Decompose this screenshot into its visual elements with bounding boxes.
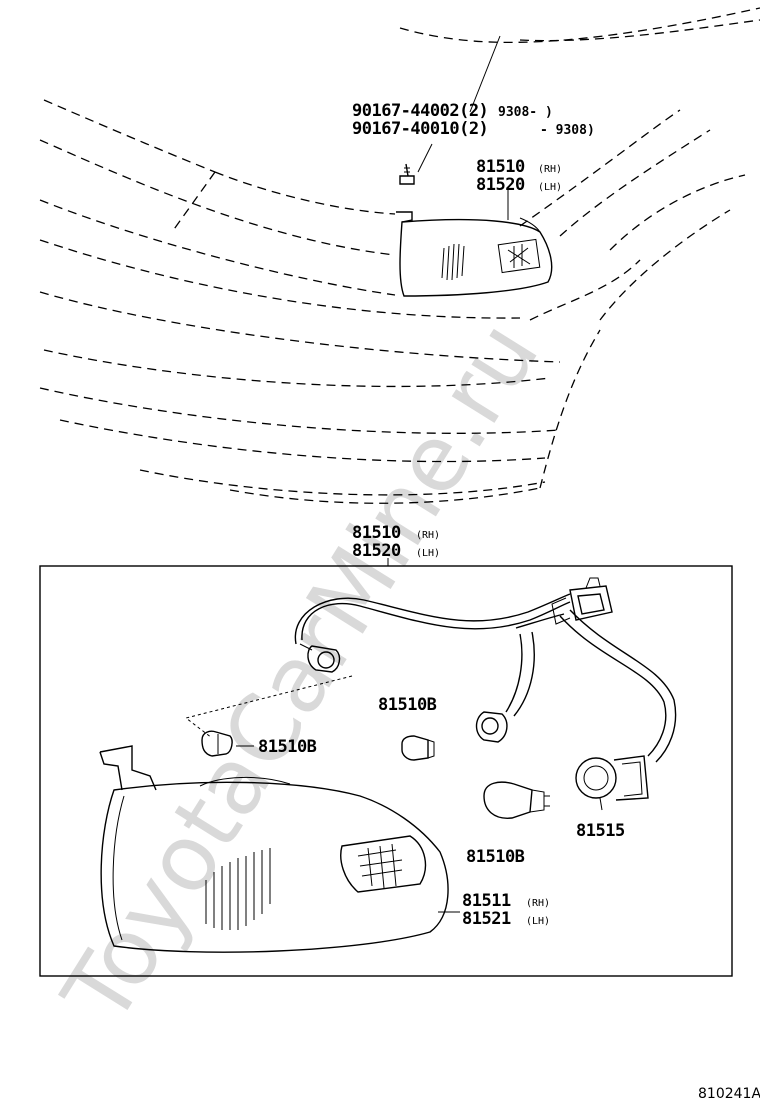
large-bulb [483,781,550,819]
lens-part-number-lh: 81521 [462,909,511,929]
bolt-date-range-1: 9308- ) [498,105,553,120]
lamp-part-number-lh: 81520 [476,175,525,195]
connector [551,577,613,625]
lh-tag: (LH) [538,182,562,193]
upper-leader [469,35,501,113]
lens-rh-tag: (RH) [526,898,550,909]
turn-signal-lamp-installed [396,211,553,297]
vehicle-body-outline [39,7,760,504]
bolt-leader [417,143,433,173]
lamp-part-number-rh: 81510 [476,157,525,177]
lamp-lens [99,745,449,953]
socket-part-number: 81515 [576,821,625,841]
bolt-part-number-1: 90167-44002(2) [352,101,488,121]
bulb-socket-large [575,755,649,811]
wiring-harness [294,593,677,763]
watermark: ToyotaCarMine.ru [42,303,559,1042]
assembly-part-number-lh: 81520 [352,541,401,561]
bulb-part-number-large: 81510B [466,847,525,867]
bulb-part-number-left: 81510B [258,737,317,757]
bulb-socket-upper [299,643,341,673]
assembly-part-number-rh: 81510 [352,523,401,543]
lens-part-number-rh: 81511 [462,891,511,911]
assembly-frame [39,565,733,977]
lens-lh-tag: (LH) [526,916,550,927]
assembly-rh-tag: (RH) [416,530,440,541]
assembly-lh-tag: (LH) [416,548,440,559]
bolt-date-range-2: - 9308) [540,123,595,138]
bulb-socket-middle [475,711,508,743]
rh-tag: (RH) [538,164,562,175]
socket-to-bulb-dotted-line [184,675,353,739]
bulb-part-number-middle: 81510B [378,695,437,715]
bolt-part-number-2: 90167-40010(2) [352,119,488,139]
wedge-bulb-left [201,730,233,757]
wedge-bulb-middle [401,735,435,761]
bolt [399,163,415,185]
figure-reference: 810241A [698,1086,760,1102]
